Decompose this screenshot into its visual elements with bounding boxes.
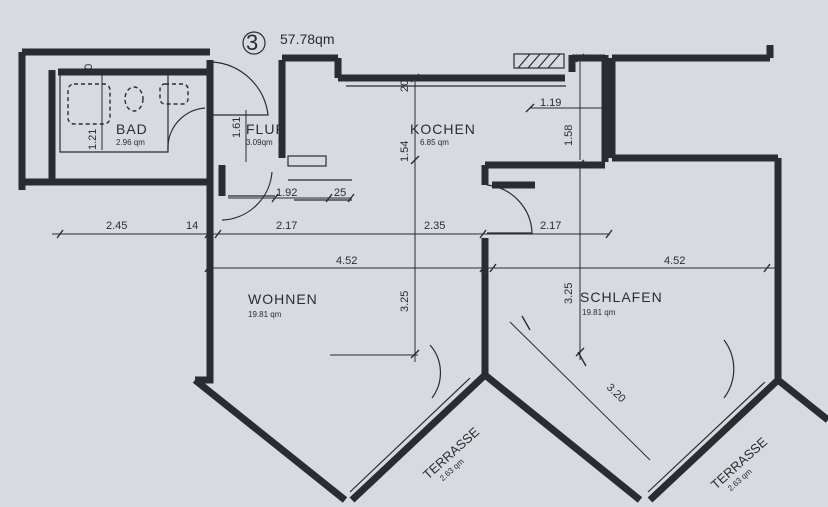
interior-lines [59, 72, 773, 498]
kochen-top-wall [282, 54, 565, 82]
terrasse-left-door-swing [429, 344, 442, 399]
schlafen-left-diagonal-wall [482, 372, 643, 503]
dim-flur-gap: 25 [334, 187, 346, 199]
door-swings [167, 61, 735, 399]
flur-door-swing [221, 171, 273, 221]
entry-door-swing [211, 61, 269, 116]
dim-kochen-top: 20 [399, 80, 411, 92]
walls [18, 45, 828, 503]
unit-number-circle [242, 31, 266, 55]
schlafen-top-wall [481, 161, 605, 189]
room-area-wohnen: 19.81 qm [248, 310, 282, 319]
dim-wohnen-width: 4.52 [336, 255, 357, 267]
room-name-kochen: KOCHEN [410, 121, 476, 137]
dim-kochen-right-height: 1.58 [563, 125, 575, 146]
terrasse-right-door-swing [723, 339, 735, 399]
unit-number: 3 [246, 30, 258, 55]
dim-flur-height: 1.61 [231, 117, 243, 138]
right-upper-wall [608, 45, 782, 380]
room-name-bad: BAD [116, 121, 148, 137]
dim-left-span: 2.45 [106, 220, 127, 232]
total-area: 57.78qm [280, 31, 334, 47]
dim-bad-top: 20 [83, 64, 95, 76]
dim-kochen-height: 1.54 [399, 141, 411, 162]
dim-kochen-right-width: 1.19 [540, 97, 561, 109]
bad-outer-wall [18, 48, 210, 190]
dim-flur-door: 1.92 [276, 187, 297, 199]
dim-mid-span-right: 2.17 [540, 220, 561, 232]
shower-tray [67, 83, 111, 125]
room-name-wohnen: WOHNEN [248, 291, 318, 307]
terrasse-left-rail [349, 377, 479, 497]
room-area-schlafen: 19.81 qm [582, 308, 616, 317]
dim-left-wall: 14 [186, 220, 198, 232]
toilet-icon [124, 86, 144, 112]
dim-mid-span-center: 2.35 [424, 220, 445, 232]
wohnen-left-diagonal-wall [192, 377, 348, 503]
terrasse-right-rail [647, 381, 773, 498]
right-edge-wall [775, 377, 828, 423]
room-area-kochen: 6.85 qm [420, 138, 449, 147]
flur-cabinet [287, 155, 327, 167]
hatched-element [513, 53, 565, 69]
dim-schlafen-height: 3.25 [563, 283, 575, 304]
dimension-lines [52, 53, 778, 461]
room-name-schlafen: SCHLAFEN [580, 289, 663, 305]
room-area-bad: 2.96 qm [116, 138, 145, 147]
dim-mid-span-left: 2.17 [276, 220, 297, 232]
dim-wohnen-height: 3.25 [399, 291, 411, 312]
bathroom-fixtures [67, 83, 189, 125]
room-name-flur: FLUR [246, 121, 287, 137]
bad-door-swing [167, 107, 206, 151]
room-area-flur: 3.09qm [246, 138, 273, 147]
dim-bad-height: 1.21 [87, 129, 99, 150]
sink-icon [159, 83, 189, 105]
schlafen-door-swing [486, 184, 533, 234]
schlafen-right-diagonal-wall [647, 377, 781, 503]
dim-schlafen-width: 4.52 [664, 255, 685, 267]
